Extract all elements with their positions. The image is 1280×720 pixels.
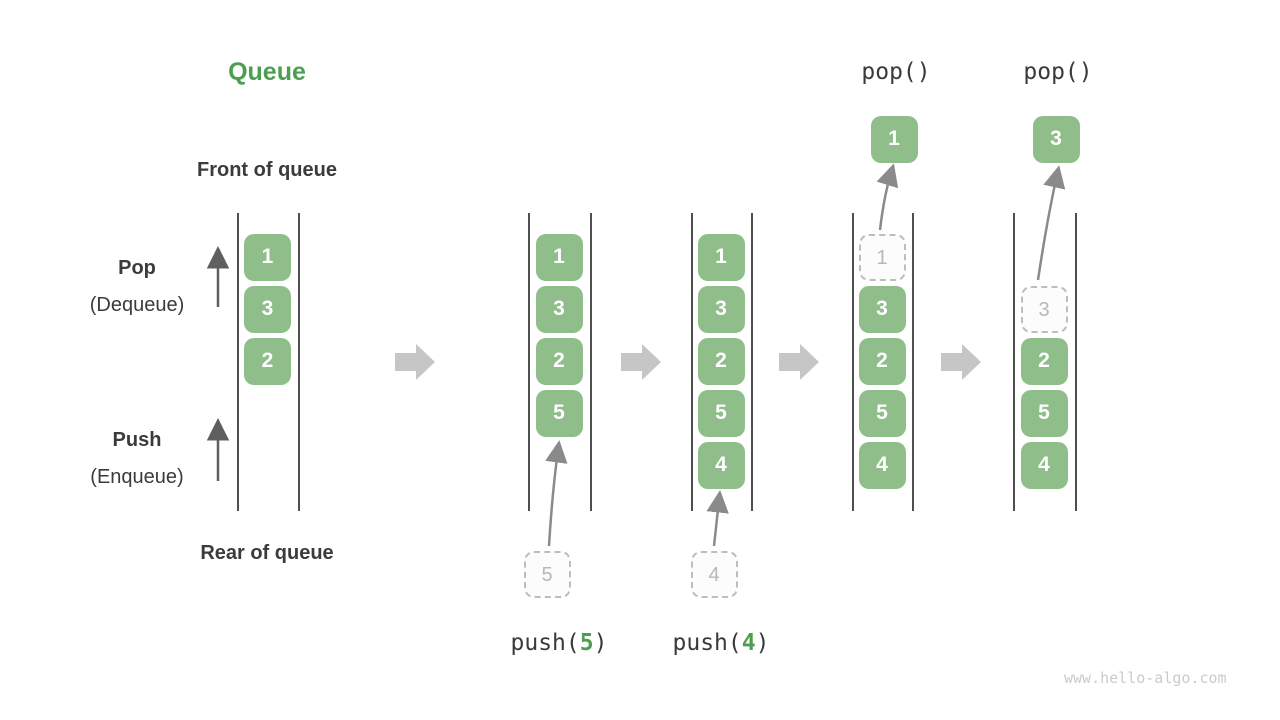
pop-call-label: pop() bbox=[1023, 59, 1093, 85]
push-label: Push bbox=[112, 429, 162, 451]
push-label-part: 5 bbox=[579, 630, 594, 656]
push-call-label: push(4) bbox=[641, 630, 801, 656]
popped-cell: 3 bbox=[1032, 116, 1080, 163]
state-transition-arrow bbox=[941, 344, 981, 380]
push-5-motion-arrow bbox=[545, 440, 568, 547]
queue-cell: 3 bbox=[858, 286, 906, 333]
push-4-motion-arrow bbox=[706, 490, 729, 547]
queue-cell: 4 bbox=[858, 442, 906, 489]
queue-cell-removed: 1 bbox=[858, 234, 906, 281]
queue-cell: 2 bbox=[244, 338, 291, 385]
queue-cell: 5 bbox=[858, 390, 906, 437]
push-label-part: ) bbox=[593, 630, 608, 656]
front-of-queue-label: Front of queue bbox=[197, 159, 337, 181]
queue-cell: 3 bbox=[244, 286, 291, 333]
state-transition-arrow bbox=[779, 344, 819, 380]
push-label-part: 4 bbox=[741, 630, 756, 656]
state-transition-arrow bbox=[621, 344, 661, 380]
queue-wall bbox=[1075, 213, 1077, 511]
diagram-title: Queue bbox=[228, 58, 306, 86]
push-label-part: push( bbox=[510, 630, 580, 656]
queue-cell: 4 bbox=[697, 442, 745, 489]
queue-cell: 3 bbox=[535, 286, 583, 333]
pop-label: Pop bbox=[118, 257, 156, 279]
queue-wall bbox=[528, 213, 530, 511]
incoming-cell: 4 bbox=[690, 551, 738, 598]
queue-cell: 2 bbox=[1020, 338, 1068, 385]
queue-wall bbox=[590, 213, 592, 511]
queue-cell: 1 bbox=[244, 234, 291, 281]
popped-cell: 1 bbox=[870, 116, 918, 163]
queue-cell: 4 bbox=[1020, 442, 1068, 489]
push-label-part: ) bbox=[755, 630, 770, 656]
dequeue-label: (Dequeue) bbox=[89, 294, 185, 316]
pop-1-motion-arrow bbox=[876, 163, 899, 231]
incoming-cell: 5 bbox=[523, 551, 571, 598]
pop-3-motion-arrow bbox=[1036, 165, 1066, 281]
state-transition-arrow bbox=[395, 344, 435, 380]
queue-cell: 2 bbox=[858, 338, 906, 385]
queue-cell: 5 bbox=[697, 390, 745, 437]
queue-cell: 2 bbox=[697, 338, 745, 385]
queue-wall bbox=[237, 213, 239, 511]
queue-cell: 1 bbox=[697, 234, 745, 281]
queue-cell: 5 bbox=[1020, 390, 1068, 437]
pop-call-label: pop() bbox=[861, 59, 931, 85]
queue-cell: 2 bbox=[535, 338, 583, 385]
push-label-part: push( bbox=[672, 630, 742, 656]
queue-wall bbox=[751, 213, 753, 511]
queue-wall bbox=[912, 213, 914, 511]
queue-wall bbox=[691, 213, 693, 511]
pop-dequeue-label: Pop (Dequeue) bbox=[47, 250, 227, 324]
push-call-label: push(5) bbox=[479, 630, 639, 656]
rear-of-queue-label: Rear of queue bbox=[200, 542, 334, 564]
queue-cell: 5 bbox=[535, 390, 583, 437]
watermark: www.hello-algo.com bbox=[1064, 669, 1227, 687]
queue-cell: 3 bbox=[697, 286, 745, 333]
queue-cell-removed: 3 bbox=[1020, 286, 1068, 333]
push-enqueue-label: Push (Enqueue) bbox=[47, 422, 227, 496]
queue-wall bbox=[298, 213, 300, 511]
queue-wall bbox=[852, 213, 854, 511]
queue-wall bbox=[1013, 213, 1015, 511]
queue-cell: 1 bbox=[535, 234, 583, 281]
enqueue-label: (Enqueue) bbox=[90, 466, 184, 488]
